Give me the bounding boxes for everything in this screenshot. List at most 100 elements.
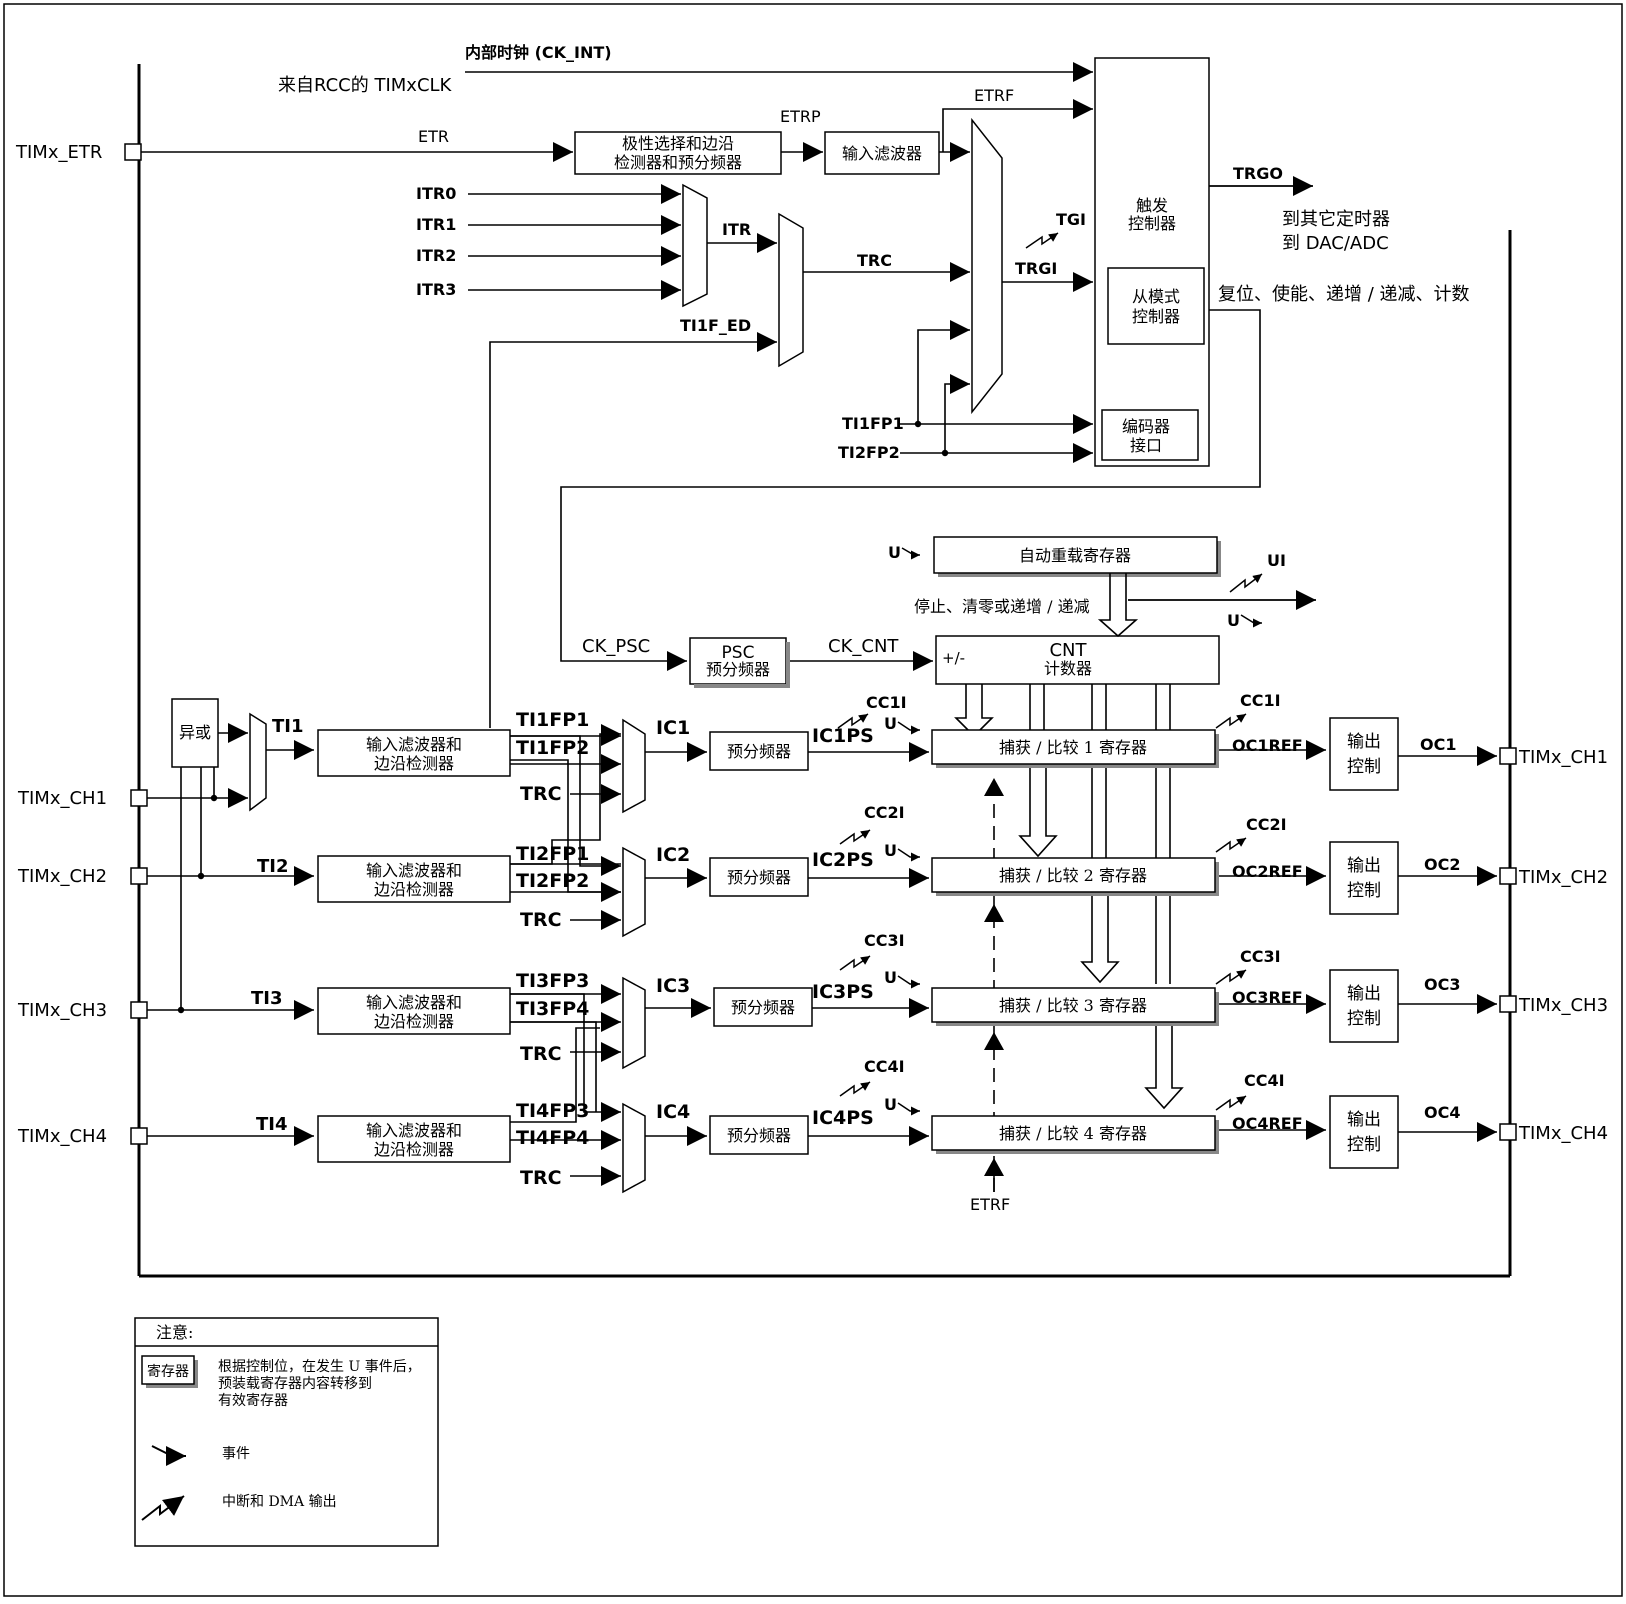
trc-label: TRC	[857, 251, 892, 270]
svg-text:捕获 / 比较 2 寄存器: 捕获 / 比较 2 寄存器	[999, 866, 1147, 885]
out-ch1-pin	[1499, 747, 1517, 765]
cc2i-in-label: CC2I	[864, 803, 905, 822]
ch4-pin-label: TIMx_CH4	[17, 1126, 107, 1147]
svg-text:预分频器: 预分频器	[727, 1126, 791, 1145]
outer-frame	[3, 3, 1623, 1597]
xor-label: 异或	[179, 723, 211, 742]
out-ch4-label: TIMx_CH4	[1518, 1123, 1608, 1144]
cc3i-out-label: CC3I	[1240, 947, 1281, 966]
cc3i-in-label: CC3I	[864, 931, 905, 950]
svg-text:边沿检测器: 边沿检测器	[374, 754, 454, 773]
etrf-arrow-up	[984, 1032, 1004, 1050]
junction-dot	[914, 420, 922, 428]
oc4-label: OC4	[1424, 1103, 1460, 1122]
ic2ps-label: IC2PS	[812, 849, 874, 871]
svg-text:U: U	[884, 714, 897, 733]
out-ch3-label: TIMx_CH3	[1518, 995, 1608, 1016]
u-arr-event	[901, 547, 920, 560]
etrf-arrow-up	[984, 778, 1004, 796]
itr1-label: ITR1	[416, 215, 456, 234]
to-other-timers: 到其它定时器	[1282, 209, 1390, 230]
ck-psc-label: CK_PSC	[582, 636, 650, 657]
etr-pin-label: TIMx_ETR	[15, 142, 102, 163]
ti1-label: TI1	[272, 716, 304, 737]
ch1-pin-label: TIMx_CH1	[17, 788, 107, 809]
ch3-pin	[130, 1001, 148, 1019]
oc3-label: OC3	[1424, 975, 1460, 994]
etr-label: ETR	[418, 127, 449, 146]
svg-text:U: U	[884, 968, 897, 987]
out-ch3-pin	[1499, 995, 1517, 1013]
svg-text:输入滤波器和: 输入滤波器和	[366, 993, 462, 1012]
out-ch2-pin	[1499, 867, 1517, 885]
slave-mode-controller	[1107, 267, 1205, 345]
svg-text:边沿检测器: 边沿检测器	[374, 880, 454, 899]
arr-label: 自动重载寄存器	[1019, 546, 1131, 565]
ic4-mux	[622, 1102, 646, 1194]
svg-text:捕获 / 比较 4 寄存器: 捕获 / 比较 4 寄存器	[999, 1124, 1147, 1143]
ch1-pin	[130, 789, 148, 807]
ti1fp1-label: TI1FP1	[516, 709, 589, 731]
itr0-label: ITR0	[416, 184, 456, 203]
polarity-block-label-2: 检测器和预分频器	[614, 153, 742, 172]
ic3-mux	[622, 976, 646, 1070]
auto-reload-register	[933, 536, 1218, 574]
svg-text:捕获 / 比较 3 寄存器: 捕获 / 比较 3 寄存器	[999, 996, 1147, 1015]
ti1fp1-enc-label: TI1FP1	[842, 414, 904, 433]
psc-title: PSC	[722, 643, 755, 663]
filter-edge-ch2: 输入滤波器和 边沿检测器	[317, 855, 511, 903]
stop-clear-label: 停止、清零或递增 / 递减	[914, 597, 1090, 616]
out-ch4-pin	[1499, 1123, 1517, 1141]
trigger-mux	[971, 117, 1003, 415]
ch4-prescaler: 预分频器	[709, 1115, 809, 1155]
u-event-arrow	[1240, 614, 1262, 628]
cc4i-out-label: CC4I	[1244, 1071, 1285, 1090]
ic3-label: IC3	[656, 975, 690, 997]
cc1i-in-label: CC1I	[866, 693, 907, 712]
trigger-controller	[1094, 57, 1210, 467]
svg-text:边沿检测器: 边沿检测器	[374, 1140, 454, 1159]
ccr-u-events: U U U U	[884, 714, 920, 1116]
trigger-controller-label-1: 触发	[1136, 196, 1168, 215]
legend-register-desc-3: 有效寄存器	[218, 1392, 288, 1409]
svg-text:U: U	[884, 1095, 897, 1114]
etrf-arrow-up	[984, 904, 1004, 922]
trc-mux	[778, 212, 804, 368]
psc-subtitle: 预分频器	[706, 660, 770, 679]
xor-block	[171, 698, 219, 768]
ccxi-input-events	[837, 713, 871, 1097]
svg-text:捕获 / 比较 1 寄存器: 捕获 / 比较 1 寄存器	[999, 738, 1147, 757]
etr-input-filter-label: 输入滤波器	[842, 144, 922, 163]
legend-event-text: 事件	[222, 1446, 250, 1462]
svg-text:输入滤波器和: 输入滤波器和	[366, 861, 462, 880]
out-ch2-label: TIMx_CH2	[1518, 867, 1608, 888]
trc-ch3-label: TRC	[520, 1043, 562, 1065]
etrf-to-trigger	[942, 99, 1093, 152]
junction-dot	[210, 794, 218, 802]
oc2-label: OC2	[1424, 855, 1460, 874]
ic3ps-label: IC3PS	[812, 981, 874, 1003]
ic2-label: IC2	[656, 844, 690, 866]
etrf-arrow-up	[984, 1158, 1004, 1176]
slave-feedback-line	[560, 309, 1261, 671]
ic4-label: IC4	[656, 1101, 690, 1123]
psc-prescaler	[689, 637, 787, 685]
itr-mux	[682, 183, 708, 308]
oc1-label: OC1	[1420, 735, 1456, 754]
encoder-label-1: 编码器	[1122, 417, 1170, 436]
legend-register-desc-2: 预装载寄存器内容转移到	[218, 1375, 372, 1392]
reset-enable-label: 复位、使能、递增 / 递减、计数	[1218, 284, 1470, 305]
junction-dot	[941, 449, 949, 457]
ti4-label: TI4	[256, 1114, 288, 1135]
legend-register-box	[141, 1355, 195, 1385]
ch4-pin	[130, 1127, 148, 1145]
oc2ref-label: OC2REF	[1232, 862, 1303, 881]
svg-text:预分频器: 预分频器	[731, 998, 795, 1017]
encoder-label-2: 接口	[1130, 436, 1162, 455]
svg-text:U: U	[884, 841, 897, 860]
ic1-label: IC1	[656, 717, 690, 739]
legend-title: 注意:	[156, 1323, 193, 1342]
output-control-ch1: 输出 控制	[1329, 717, 1399, 791]
junction-dot	[177, 1006, 185, 1014]
ti2fp2-enc-label: TI2FP2	[838, 443, 900, 462]
